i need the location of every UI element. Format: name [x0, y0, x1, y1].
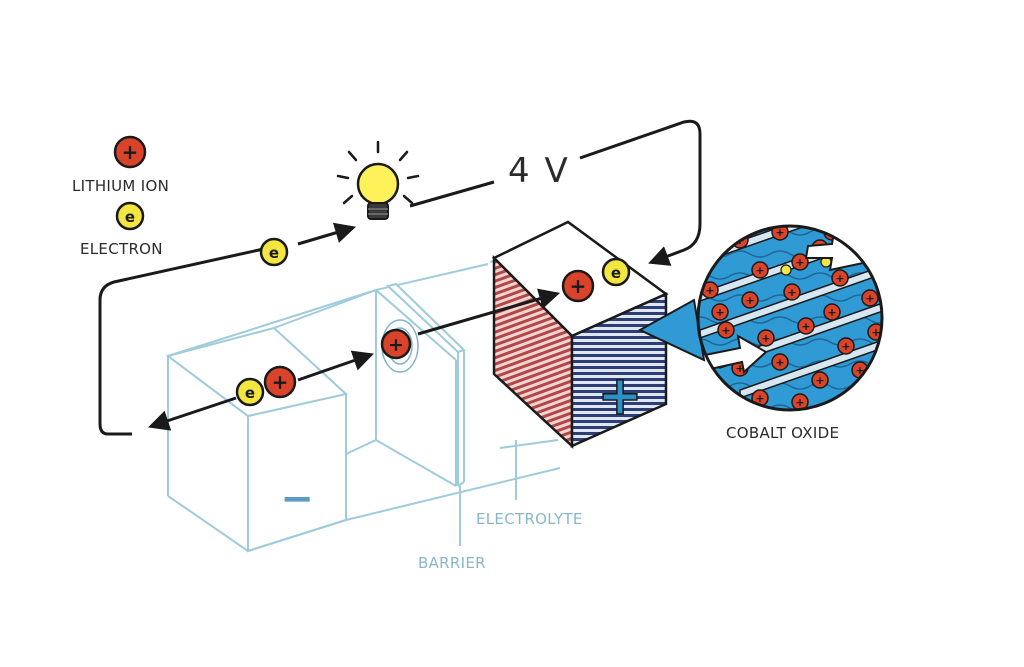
svg-text:+: + [755, 392, 764, 405]
svg-text:+: + [570, 274, 587, 298]
voltage-label: 4 V [508, 151, 570, 191]
svg-text:+: + [721, 324, 730, 337]
svg-text:e: e [125, 208, 135, 226]
electron-icon: e [115, 201, 145, 231]
lattice-ion: + [771, 353, 789, 371]
svg-text:+: + [775, 356, 784, 369]
svg-text:e: e [611, 264, 621, 282]
svg-text:+: + [841, 340, 850, 353]
svg-text:+: + [827, 306, 836, 319]
lattice-ion: + [831, 269, 849, 287]
svg-text:+: + [705, 284, 714, 297]
legend-lithium-ion-label: LITHIUM ION [72, 177, 169, 195]
svg-text:e: e [245, 384, 255, 402]
lattice-ion: + [757, 329, 775, 347]
svg-text:+: + [801, 320, 810, 333]
electron-on-wire: e [259, 237, 289, 267]
lattice-ion: + [811, 371, 829, 389]
ion-path-arrows [148, 288, 561, 431]
svg-text:e: e [269, 244, 279, 262]
barrier-ion: + [380, 319, 419, 373]
anode-negative-sign: − [280, 476, 314, 522]
svg-text:+: + [865, 292, 874, 305]
lattice-ion: + [837, 337, 855, 355]
cathode-ion: + [561, 269, 595, 303]
cathode-electron: e [601, 257, 631, 287]
lattice-ion: + [791, 253, 809, 271]
svg-text:+: + [272, 370, 289, 394]
lattice-ion: + [717, 321, 735, 339]
barrier-label: BARRIER [418, 554, 486, 572]
svg-text:+: + [388, 334, 404, 356]
svg-text:+: + [122, 140, 139, 164]
svg-text:+: + [855, 364, 864, 377]
svg-text:+: + [871, 326, 880, 339]
lithium-ion-icon: + [113, 135, 147, 169]
cathode-positive-sign: + [597, 364, 642, 427]
electrolyte-label: ELECTROLYTE [476, 510, 583, 528]
svg-text:+: + [755, 264, 764, 277]
svg-text:+: + [795, 256, 804, 269]
svg-text:+: + [795, 396, 804, 409]
svg-text:+: + [815, 374, 824, 387]
lattice-ion: + [783, 283, 801, 301]
lattice-ion: + [791, 393, 809, 410]
svg-text:+: + [745, 294, 754, 307]
svg-text:+: + [715, 306, 724, 319]
battery-housing [165, 241, 591, 553]
cobalt-oxide-label: COBALT OXIDE [726, 424, 839, 442]
lattice-ion: + [861, 289, 879, 307]
svg-text:+: + [787, 286, 796, 299]
light-bulb-icon [336, 140, 420, 220]
lattice-ion: + [711, 303, 729, 321]
lattice-ion: + [751, 261, 769, 279]
anode-ion: + [263, 365, 297, 399]
legend-electron-label: ELECTRON [80, 240, 163, 258]
legend: + LITHIUM ION e ELECTRON [72, 135, 169, 258]
lattice-electron [780, 264, 792, 276]
svg-text:+: + [775, 226, 784, 239]
svg-text:+: + [761, 332, 770, 345]
magnifier-circle-icon: ++++++++++++++++++++++++ [696, 224, 884, 412]
circuit-wire [98, 119, 702, 436]
svg-text:+: + [735, 362, 744, 375]
svg-text:+: + [835, 272, 844, 285]
lattice-ion: + [741, 291, 759, 309]
cathode-block: + [491, 220, 669, 449]
lattice-ion: + [797, 317, 815, 335]
lattice-ion: + [823, 303, 841, 321]
anode-electron: e [235, 377, 265, 407]
